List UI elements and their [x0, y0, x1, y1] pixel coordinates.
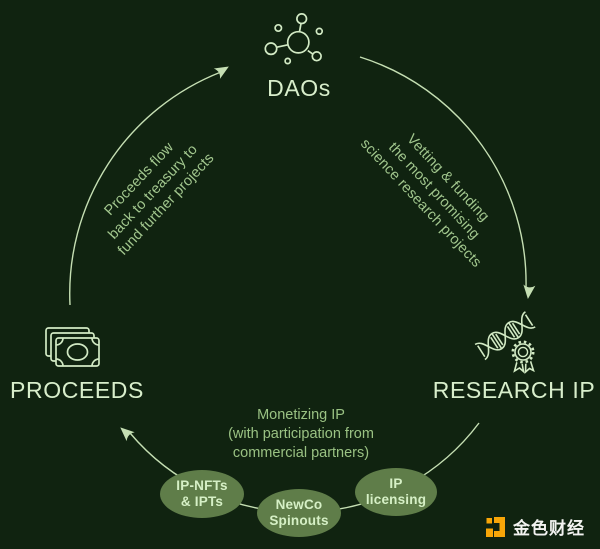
badge-line: IP-NFTs: [176, 478, 228, 494]
edge-label-research-to-proceeds: Monetizing IP (with participation from c…: [228, 406, 374, 463]
badge-ip-licensing: IP licensing: [355, 468, 437, 516]
badge-ip-nfts-ipts: IP-NFTs & IPTs: [160, 470, 244, 518]
watermark-brand-text: 金色财经: [513, 519, 585, 539]
research-ip-dna-seal-icon: [474, 311, 536, 374]
badge-line: & IPTs: [180, 494, 224, 509]
badge-line: IP: [389, 476, 403, 492]
proceeds-banknotes-icon: [45, 327, 100, 367]
edge-label-line: Monetizing IP: [257, 407, 345, 423]
arrowhead-to-research-ip-icon: [523, 284, 536, 299]
arrowhead-to-daos-icon: [213, 66, 229, 79]
proceeds-label: PROCEEDS: [10, 377, 144, 403]
arc-proceeds-to-daos: [69, 71, 222, 306]
daos-label: DAOs: [267, 75, 331, 101]
badge-newco-spinouts: NewCo Spinouts: [257, 489, 341, 537]
research-ip-label: RESEARCH IP: [432, 377, 596, 403]
arrowhead-to-proceeds-icon: [120, 427, 135, 442]
jinse-finance-logo-icon: [486, 516, 505, 537]
jinse-finance-watermark: 金色财经: [485, 514, 585, 539]
daos-network-icon: [264, 13, 324, 65]
edge-label-line: commercial partners): [232, 445, 370, 462]
badge-line: Spinouts: [269, 513, 329, 528]
arc-daos-to-research: [359, 56, 527, 290]
badge-line: licensing: [365, 492, 427, 507]
badge-line: NewCo: [275, 497, 323, 513]
edge-label-line: (with participation from: [228, 426, 374, 443]
